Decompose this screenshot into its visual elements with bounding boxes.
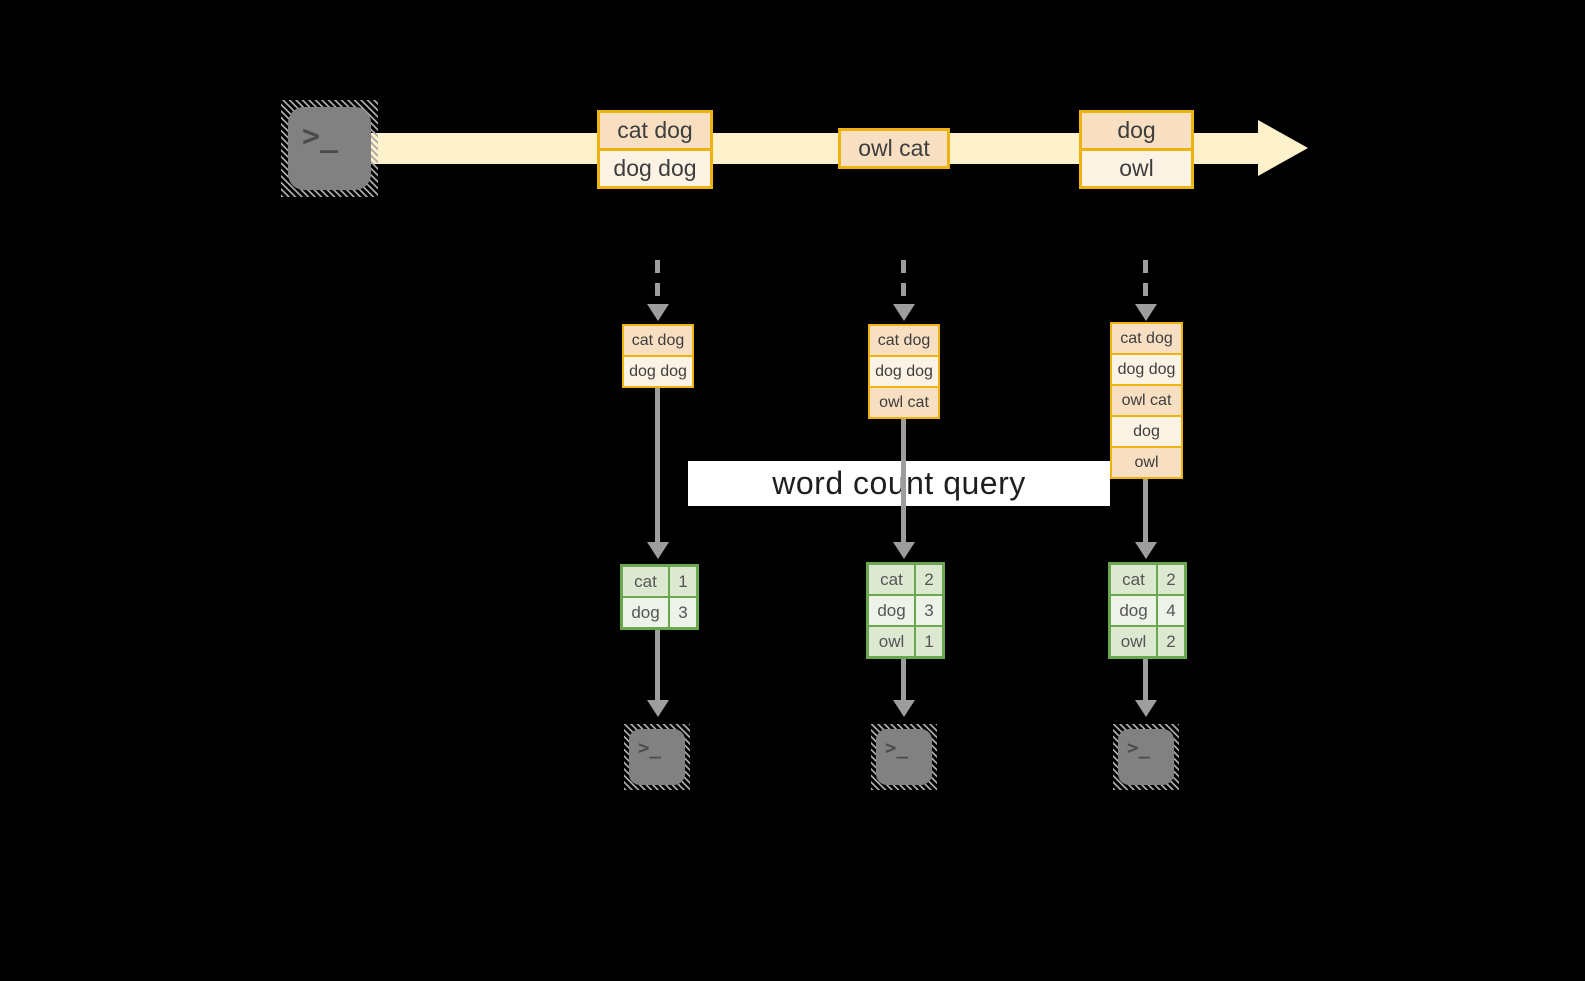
- count-cell: 1: [916, 627, 942, 656]
- record-cell: dog: [1112, 417, 1181, 446]
- count-cell: 4: [1158, 596, 1184, 625]
- record-cell: owl cat: [1112, 386, 1181, 415]
- terminal-prompt-glyph: >_: [876, 729, 932, 785]
- terminal-prompt-glyph: >_: [288, 107, 371, 190]
- micro-batch-dashed-arrow-2: [901, 260, 906, 304]
- word-count-table-3: cat 2 dog 4 owl 2: [1108, 562, 1187, 659]
- query-flow-line-2: [901, 419, 906, 542]
- stream-batch-box-1: cat dog dog dog: [597, 110, 713, 189]
- arrowhead-icon: [893, 700, 915, 717]
- stream-record-cell: dog dog: [600, 151, 710, 186]
- output-flow-line-3: [1143, 659, 1148, 700]
- arrowhead-icon: [893, 304, 915, 321]
- record-cell: cat dog: [870, 326, 938, 355]
- accumulated-batch-stack-1: cat dog dog dog: [622, 324, 694, 388]
- record-cell: dog dog: [1112, 355, 1181, 384]
- record-cell: owl: [1112, 448, 1181, 477]
- word-count-table-1: cat 1 dog 3: [620, 564, 699, 630]
- record-cell: dog dog: [870, 357, 938, 386]
- query-flow-line-1: [655, 388, 660, 542]
- word-cell: dog: [623, 598, 668, 627]
- source-terminal-icon: >_: [281, 100, 378, 197]
- count-cell: 3: [916, 596, 942, 625]
- query-label: word count query: [772, 465, 1026, 501]
- record-cell: dog dog: [624, 357, 692, 386]
- accumulated-batch-stack-3: cat dog dog dog owl cat dog owl: [1110, 322, 1183, 479]
- record-cell: owl cat: [870, 388, 938, 417]
- count-cell: 3: [670, 598, 696, 627]
- arrowhead-icon: [1135, 700, 1157, 717]
- stream-record-cell: dog: [1082, 113, 1191, 148]
- arrowhead-icon: [647, 304, 669, 321]
- output-flow-line-2: [901, 659, 906, 700]
- arrowhead-icon: [1135, 304, 1157, 321]
- arrowhead-icon: [1135, 542, 1157, 559]
- output-flow-line-1: [655, 630, 660, 700]
- accumulated-batch-stack-2: cat dog dog dog owl cat: [868, 324, 940, 419]
- word-cell: cat: [623, 567, 668, 596]
- word-cell: dog: [1111, 596, 1156, 625]
- micro-batch-dashed-arrow-1: [655, 260, 660, 304]
- arrowhead-icon: [647, 700, 669, 717]
- stream-arrowhead-icon: [1258, 120, 1308, 176]
- word-cell: owl: [1111, 627, 1156, 656]
- arrowhead-icon: [893, 542, 915, 559]
- count-cell: 2: [1158, 627, 1184, 656]
- record-cell: cat dog: [624, 326, 692, 355]
- stream-record-cell: owl: [1082, 151, 1191, 186]
- stream-record-cell: cat dog: [600, 113, 710, 148]
- micro-batch-dashed-arrow-3: [1143, 260, 1148, 304]
- stream-record-cell: owl cat: [841, 131, 947, 166]
- word-cell: owl: [869, 627, 914, 656]
- count-cell: 1: [670, 567, 696, 596]
- output-terminal-icon-3: >_: [1113, 724, 1179, 790]
- word-cell: cat: [1111, 565, 1156, 594]
- count-cell: 2: [1158, 565, 1184, 594]
- count-cell: 2: [916, 565, 942, 594]
- output-terminal-icon-2: >_: [871, 724, 937, 790]
- arrowhead-icon: [647, 542, 669, 559]
- terminal-prompt-glyph: >_: [1118, 729, 1174, 785]
- query-flow-line-3: [1143, 477, 1148, 542]
- word-cell: dog: [869, 596, 914, 625]
- word-cell: cat: [869, 565, 914, 594]
- word-count-query-banner: word count query: [688, 461, 1110, 506]
- word-count-table-2: cat 2 dog 3 owl 1: [866, 562, 945, 659]
- stream-batch-box-3: dog owl: [1079, 110, 1194, 189]
- record-cell: cat dog: [1112, 324, 1181, 353]
- stream-batch-box-2: owl cat: [838, 128, 950, 169]
- output-terminal-icon-1: >_: [624, 724, 690, 790]
- terminal-prompt-glyph: >_: [629, 729, 685, 785]
